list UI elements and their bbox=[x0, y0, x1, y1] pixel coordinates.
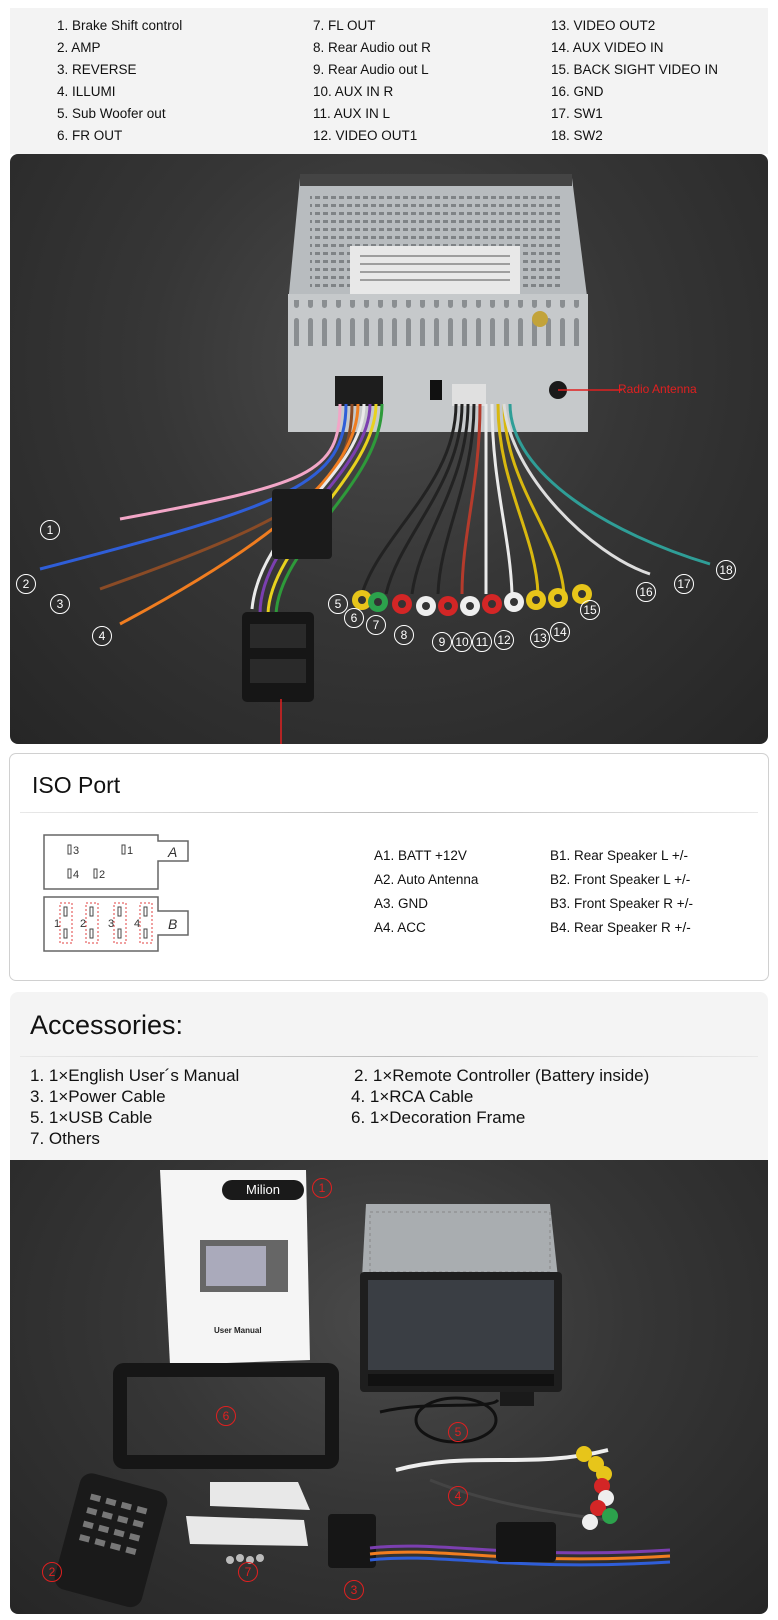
pin-a1: A1. BATT +12V bbox=[374, 848, 467, 863]
accessories-photo: Milion User Manual 1 2 3 4 5 6 7 bbox=[10, 1160, 768, 1614]
accessory-item: 3. 1×Power Cable bbox=[30, 1087, 166, 1106]
legend-item: 12. VIDEO OUT1 bbox=[313, 128, 418, 143]
pin-label: 1 bbox=[54, 918, 60, 930]
pin-a3: A3. GND bbox=[374, 896, 429, 911]
accessories-title: Accessories: bbox=[30, 1010, 184, 1040]
legend-item: 13. VIDEO OUT2 bbox=[551, 18, 656, 33]
pin-a2: A2. Auto Antenna bbox=[374, 872, 479, 887]
callout-18: 18 bbox=[716, 560, 736, 580]
callout-11: 11 bbox=[472, 632, 492, 652]
pin-b1: B1. Rear Speaker L +/- bbox=[550, 848, 688, 863]
photo-callout-1: 1 bbox=[312, 1178, 332, 1198]
iso-connector-diagram: 3 1 4 2 1 2 3 4 A B bbox=[43, 834, 189, 952]
pin-b3: B3. Front Speaker R +/- bbox=[550, 896, 693, 911]
connector-b-label: B bbox=[168, 916, 177, 932]
callout-15: 15 bbox=[580, 600, 600, 620]
head-unit-illustration bbox=[39, 174, 711, 744]
pin-label: 2 bbox=[99, 869, 105, 881]
pin-label: 3 bbox=[108, 918, 114, 930]
callout-1: 1 bbox=[40, 520, 60, 540]
legend-item: 18. SW2 bbox=[551, 128, 603, 143]
pin-label: 2 bbox=[80, 918, 86, 930]
photo-callout-5: 5 bbox=[448, 1422, 468, 1442]
photo-callout-6: 6 bbox=[216, 1406, 236, 1426]
legend-item: 4. ILLUMI bbox=[57, 84, 116, 99]
brand-logo: Milion bbox=[246, 1182, 280, 1197]
photo-callout-4: 4 bbox=[448, 1486, 468, 1506]
wiring-photo: Radio Antenna 1 2 3 4 5 6 7 8 9 10 11 12… bbox=[10, 154, 768, 744]
iso-port-card: ISO Port 3 1 4 2 1 2 3 4 A B A1. BATT +1… bbox=[10, 754, 768, 980]
photo-callout-2: 2 bbox=[42, 1562, 62, 1582]
photo-callout-7: 7 bbox=[238, 1562, 258, 1582]
legend-item: 11. AUX IN L bbox=[313, 106, 391, 121]
accessories-illustration bbox=[54, 1170, 671, 1608]
callout-6: 6 bbox=[344, 608, 364, 628]
callout-13: 13 bbox=[530, 628, 550, 648]
legend-item: 2. AMP bbox=[57, 40, 101, 55]
callout-16: 16 bbox=[636, 582, 656, 602]
connector-a-label: A bbox=[167, 844, 177, 860]
radio-antenna-label: Radio Antenna bbox=[618, 382, 697, 396]
callout-8: 8 bbox=[394, 625, 414, 645]
pin-b4: B4. Rear Speaker R +/- bbox=[550, 920, 691, 935]
accessory-item: 4. 1×RCA Cable bbox=[351, 1087, 474, 1106]
legend-item: 3. REVERSE bbox=[57, 62, 137, 77]
legend-item: 5. Sub Woofer out bbox=[57, 106, 166, 121]
legend-item: 16. GND bbox=[551, 84, 604, 99]
accessory-item: 5. 1×USB Cable bbox=[30, 1108, 153, 1127]
legend-item: 17. SW1 bbox=[551, 106, 603, 121]
pin-label: 3 bbox=[73, 845, 79, 857]
callout-17: 17 bbox=[674, 574, 694, 594]
legend-item: 10. AUX IN R bbox=[313, 84, 394, 99]
legend-item: 6. FR OUT bbox=[57, 128, 123, 143]
iso-title: ISO Port bbox=[32, 772, 121, 798]
legend-item: 7. FL OUT bbox=[313, 18, 376, 33]
legend-item: 15. BACK SIGHT VIDEO IN bbox=[551, 62, 719, 77]
legend-item: 1. Brake Shift control bbox=[57, 18, 183, 33]
accessory-item: 7. Others bbox=[30, 1129, 100, 1148]
callout-7: 7 bbox=[366, 615, 386, 635]
wiring-legend: 1. Brake Shift control 2. AMP 3. REVERSE… bbox=[10, 8, 768, 154]
pin-label: 4 bbox=[134, 918, 140, 930]
pin-label: 1 bbox=[127, 845, 133, 857]
accessories-card: Accessories: 1. 1×English User´s Manual … bbox=[10, 992, 768, 1162]
pin-a4: A4. ACC bbox=[374, 920, 426, 935]
legend-item: 14. AUX VIDEO IN bbox=[551, 40, 664, 55]
photo-callout-3: 3 bbox=[344, 1580, 364, 1600]
callout-10: 10 bbox=[452, 632, 472, 652]
pin-b2: B2. Front Speaker L +/- bbox=[550, 872, 691, 887]
callout-3: 3 bbox=[50, 594, 70, 614]
callout-9: 9 bbox=[432, 632, 452, 652]
callout-4: 4 bbox=[92, 626, 112, 646]
callout-12: 12 bbox=[494, 630, 514, 650]
legend-item: 8. Rear Audio out R bbox=[313, 40, 431, 55]
callout-14: 14 bbox=[550, 622, 570, 642]
divider bbox=[20, 1056, 758, 1057]
callout-5: 5 bbox=[328, 594, 348, 614]
accessory-item: 6. 1×Decoration Frame bbox=[351, 1108, 526, 1127]
accessory-item: 2. 1×Remote Controller (Battery inside) bbox=[354, 1066, 650, 1085]
divider bbox=[20, 812, 758, 813]
manual-title: User Manual bbox=[214, 1326, 262, 1335]
legend-item: 9. Rear Audio out L bbox=[313, 62, 429, 77]
pin-label: 4 bbox=[73, 869, 79, 881]
accessory-item: 1. 1×English User´s Manual bbox=[30, 1066, 240, 1085]
callout-2: 2 bbox=[16, 574, 36, 594]
